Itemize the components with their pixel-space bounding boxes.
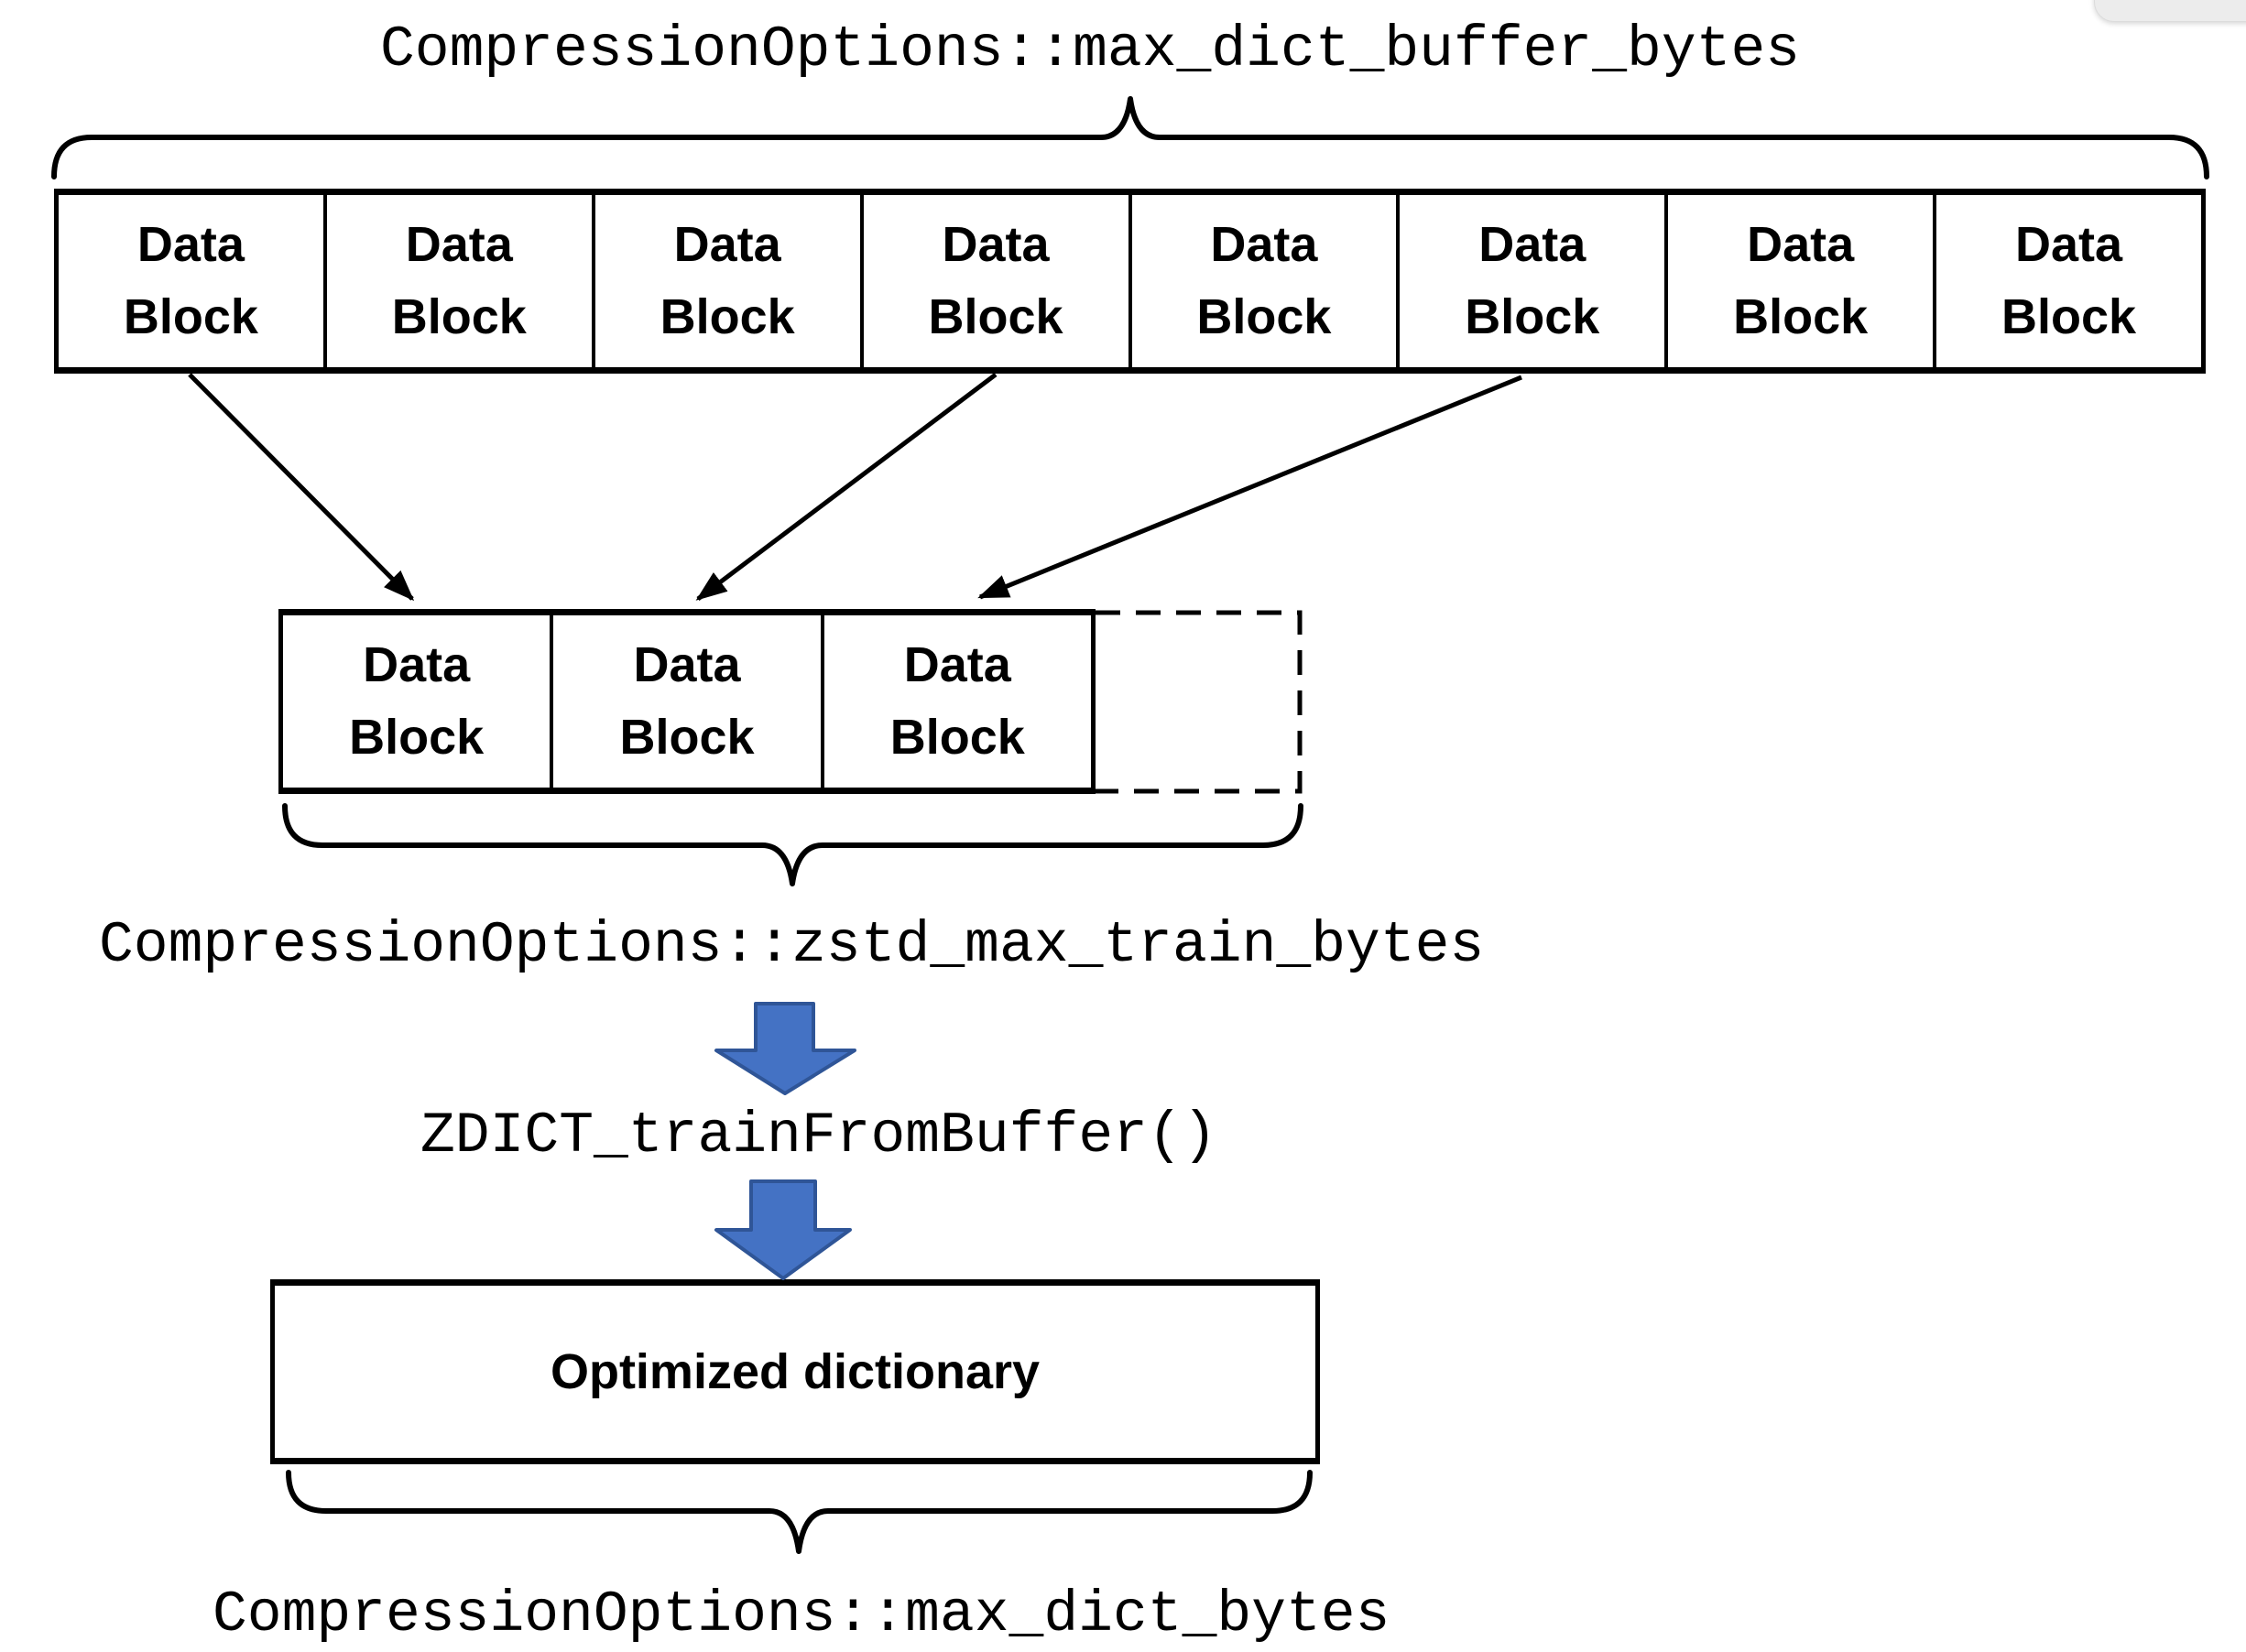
- down-block-arrow-1: [714, 1002, 856, 1095]
- data-block: Data Block: [1668, 195, 1937, 367]
- zdict-train-from-buffer-label: ZDICT_trainFromBuffer(): [420, 1103, 1217, 1168]
- optimized-dictionary-label: Optimized dictionary: [550, 1344, 1041, 1399]
- data-block: Data Block: [326, 195, 595, 367]
- dictionary-brace: [286, 1470, 1313, 1554]
- empty-dashed-block: [1096, 610, 1303, 794]
- data-block: Data Block: [1400, 195, 1669, 367]
- buffer-block-row: Data Block Data Block Data Block Data Bl…: [54, 189, 2206, 374]
- sample-arrow-1: [188, 373, 415, 602]
- data-block: Data Block: [1131, 195, 1401, 367]
- train-block-row: Data Block Data Block Data Block: [278, 609, 1096, 794]
- zstd-max-train-bytes-label: CompressionOptions::zstd_max_train_bytes: [99, 913, 1485, 978]
- down-block-arrow-2: [714, 1179, 852, 1280]
- max-dict-bytes-label: CompressionOptions::max_dict_bytes: [213, 1582, 1390, 1647]
- window-corner-fragment: [2094, 0, 2246, 22]
- data-block: Data Block: [863, 195, 1132, 367]
- max-dict-buffer-bytes-label: CompressionOptions::max_dict_buffer_byte…: [380, 17, 1801, 82]
- data-block: Data Block: [823, 615, 1091, 788]
- data-block: Data Block: [553, 615, 824, 788]
- train-row-brace: [282, 803, 1303, 886]
- sample-arrow-3: [977, 375, 1522, 600]
- optimized-dictionary-box: Optimized dictionary: [270, 1279, 1320, 1464]
- data-block: Data Block: [594, 195, 864, 367]
- sample-arrow-2: [695, 373, 998, 601]
- buffer-row-brace: [51, 96, 2209, 179]
- data-block: Data Block: [1936, 195, 2201, 367]
- data-block: Data Block: [59, 195, 327, 367]
- data-block: Data Block: [283, 615, 554, 788]
